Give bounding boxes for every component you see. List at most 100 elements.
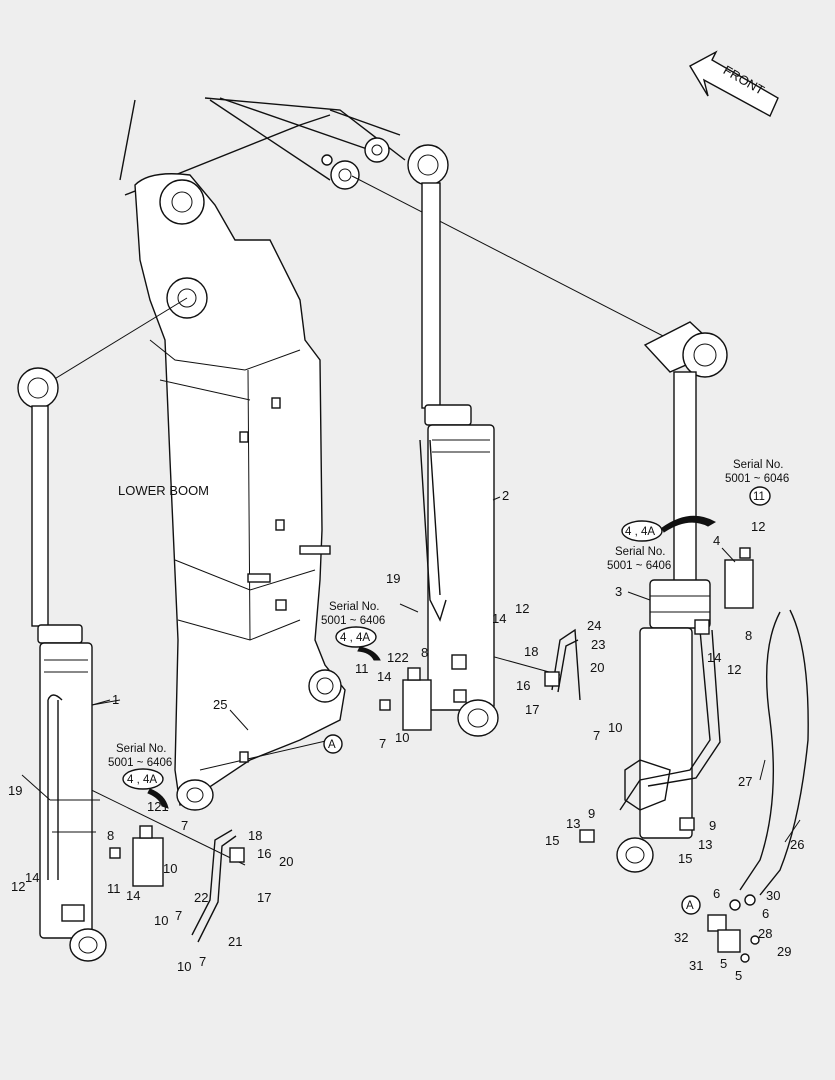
part-label: 23 bbox=[591, 637, 605, 652]
valve-block-4 bbox=[724, 547, 754, 609]
part-label: 10 bbox=[163, 861, 177, 876]
part-label: 20 bbox=[590, 660, 604, 675]
svg-text:Serial No.: Serial No. bbox=[329, 601, 380, 613]
part-label: 7 bbox=[181, 818, 188, 833]
part-label: 10 bbox=[608, 720, 622, 735]
part-label: 5 bbox=[720, 956, 727, 971]
svg-text:Serial No.: Serial No. bbox=[615, 546, 666, 558]
svg-text:Serial No.: Serial No. bbox=[733, 459, 784, 471]
part-label: 9 bbox=[588, 806, 595, 821]
part-label: 1 bbox=[112, 692, 119, 707]
pipe-23 bbox=[551, 628, 581, 701]
fitting-assembly-a bbox=[707, 894, 760, 963]
svg-text:Serial No.: Serial No. bbox=[116, 743, 167, 755]
part-label: 17 bbox=[257, 890, 271, 905]
part-label: 15 bbox=[545, 833, 559, 848]
serial-note-middle: Serial No. 5001 ~ 6406 4 , 4A bbox=[321, 601, 385, 661]
boom-cylinder-left bbox=[17, 367, 107, 962]
svg-text:5001 ~ 6406: 5001 ~ 6406 bbox=[108, 757, 172, 769]
part-label: 8 bbox=[745, 628, 752, 643]
part-label: 11 bbox=[107, 881, 121, 896]
boom-cylinder-right bbox=[616, 332, 728, 873]
part-label: 10 bbox=[154, 913, 168, 928]
part-label: 14 bbox=[707, 650, 721, 665]
part-label: 14 bbox=[377, 669, 391, 684]
part-label: 15 bbox=[678, 851, 692, 866]
part-label: 14 bbox=[25, 870, 39, 885]
svg-text:4 , 4A: 4 , 4A bbox=[340, 632, 370, 644]
clamps bbox=[229, 671, 695, 863]
ref-a-marker-boom: A bbox=[323, 734, 343, 754]
front-arrow-icon: FRONT bbox=[689, 50, 779, 117]
ref-a-marker-fitting: A bbox=[681, 895, 701, 915]
part-label: 3 bbox=[615, 584, 622, 599]
svg-text:A: A bbox=[686, 900, 694, 912]
part-label: 10 bbox=[177, 959, 191, 974]
part-label: 19 bbox=[8, 783, 22, 798]
part-label: 12 bbox=[751, 519, 765, 534]
part-callouts: 1 2 3 4 5 5 6 6 7 7 7 7 7 8 8 8 9 9 10 1… bbox=[8, 488, 804, 983]
part-label: 17 bbox=[525, 702, 539, 717]
svg-text:4 , 4A: 4 , 4A bbox=[625, 526, 655, 538]
part-label: 2 bbox=[502, 488, 509, 503]
part-label: 27 bbox=[738, 774, 752, 789]
svg-text:5001 ~ 6046: 5001 ~ 6046 bbox=[725, 473, 789, 485]
svg-text:5001 ~ 6406: 5001 ~ 6406 bbox=[607, 560, 671, 572]
part-label: 12 bbox=[727, 662, 741, 677]
part-label: 14 bbox=[492, 611, 506, 626]
svg-text:5001 ~ 6406: 5001 ~ 6406 bbox=[321, 615, 385, 627]
part-label: 13 bbox=[698, 837, 712, 852]
part-label: 18 bbox=[524, 644, 538, 659]
part-label: 10 bbox=[395, 730, 409, 745]
valve-block-121 bbox=[109, 825, 164, 887]
part-label: 7 bbox=[199, 954, 206, 969]
part-label: 18 bbox=[248, 828, 262, 843]
pin-line-right bbox=[351, 175, 701, 356]
svg-text:A: A bbox=[328, 739, 336, 751]
hose-26 bbox=[759, 609, 809, 896]
pipe-21 bbox=[191, 829, 237, 943]
part-label: 21 bbox=[228, 934, 242, 949]
part-label: 12 bbox=[515, 601, 529, 616]
part-label: 29 bbox=[777, 944, 791, 959]
part-label: 26 bbox=[790, 837, 804, 852]
part-label: 122 bbox=[387, 650, 409, 665]
part-label: 6 bbox=[762, 906, 769, 921]
part-label: 121 bbox=[147, 799, 169, 814]
part-label: 14 bbox=[126, 888, 140, 903]
pin-line-left bbox=[47, 297, 188, 384]
part-label: 13 bbox=[566, 816, 580, 831]
leader-lines bbox=[21, 496, 801, 843]
part-label: 22 bbox=[194, 890, 208, 905]
serial-note-right: 4 , 4A Serial No. 5001 ~ 6406 bbox=[607, 515, 717, 572]
part-label: 24 bbox=[587, 618, 601, 633]
part-label: 32 bbox=[674, 930, 688, 945]
part-label: 7 bbox=[593, 728, 600, 743]
part-label: 9 bbox=[709, 818, 716, 833]
part-label: 8 bbox=[107, 828, 114, 843]
svg-text:11: 11 bbox=[753, 491, 765, 503]
lower-boom-label: LOWER BOOM bbox=[118, 483, 209, 498]
part-label: 6 bbox=[713, 886, 720, 901]
part-label: 30 bbox=[766, 888, 780, 903]
feed-line-left bbox=[74, 781, 246, 866]
hose-27 bbox=[739, 611, 781, 891]
valve-block-122 bbox=[379, 667, 432, 731]
part-label: 12 bbox=[11, 879, 25, 894]
part-label: 31 bbox=[689, 958, 703, 973]
serial-note-right-top: Serial No. 5001 ~ 6046 11 bbox=[725, 459, 789, 506]
part-label: 16 bbox=[257, 846, 271, 861]
part-label: 16 bbox=[516, 678, 530, 693]
part-label: 11 bbox=[355, 661, 369, 676]
boom-cylinder-middle bbox=[407, 144, 499, 737]
part-label: 25 bbox=[213, 697, 227, 712]
part-label: 20 bbox=[279, 854, 293, 869]
part-label: 7 bbox=[175, 908, 182, 923]
part-label: 5 bbox=[735, 968, 742, 983]
part-label: 8 bbox=[421, 645, 428, 660]
serial-note-left: Serial No. 5001 ~ 6406 4 , 4A bbox=[108, 743, 172, 809]
lower-boom: LOWER BOOM bbox=[118, 97, 406, 811]
part-label: 7 bbox=[379, 736, 386, 751]
svg-text:4 , 4A: 4 , 4A bbox=[127, 774, 157, 786]
